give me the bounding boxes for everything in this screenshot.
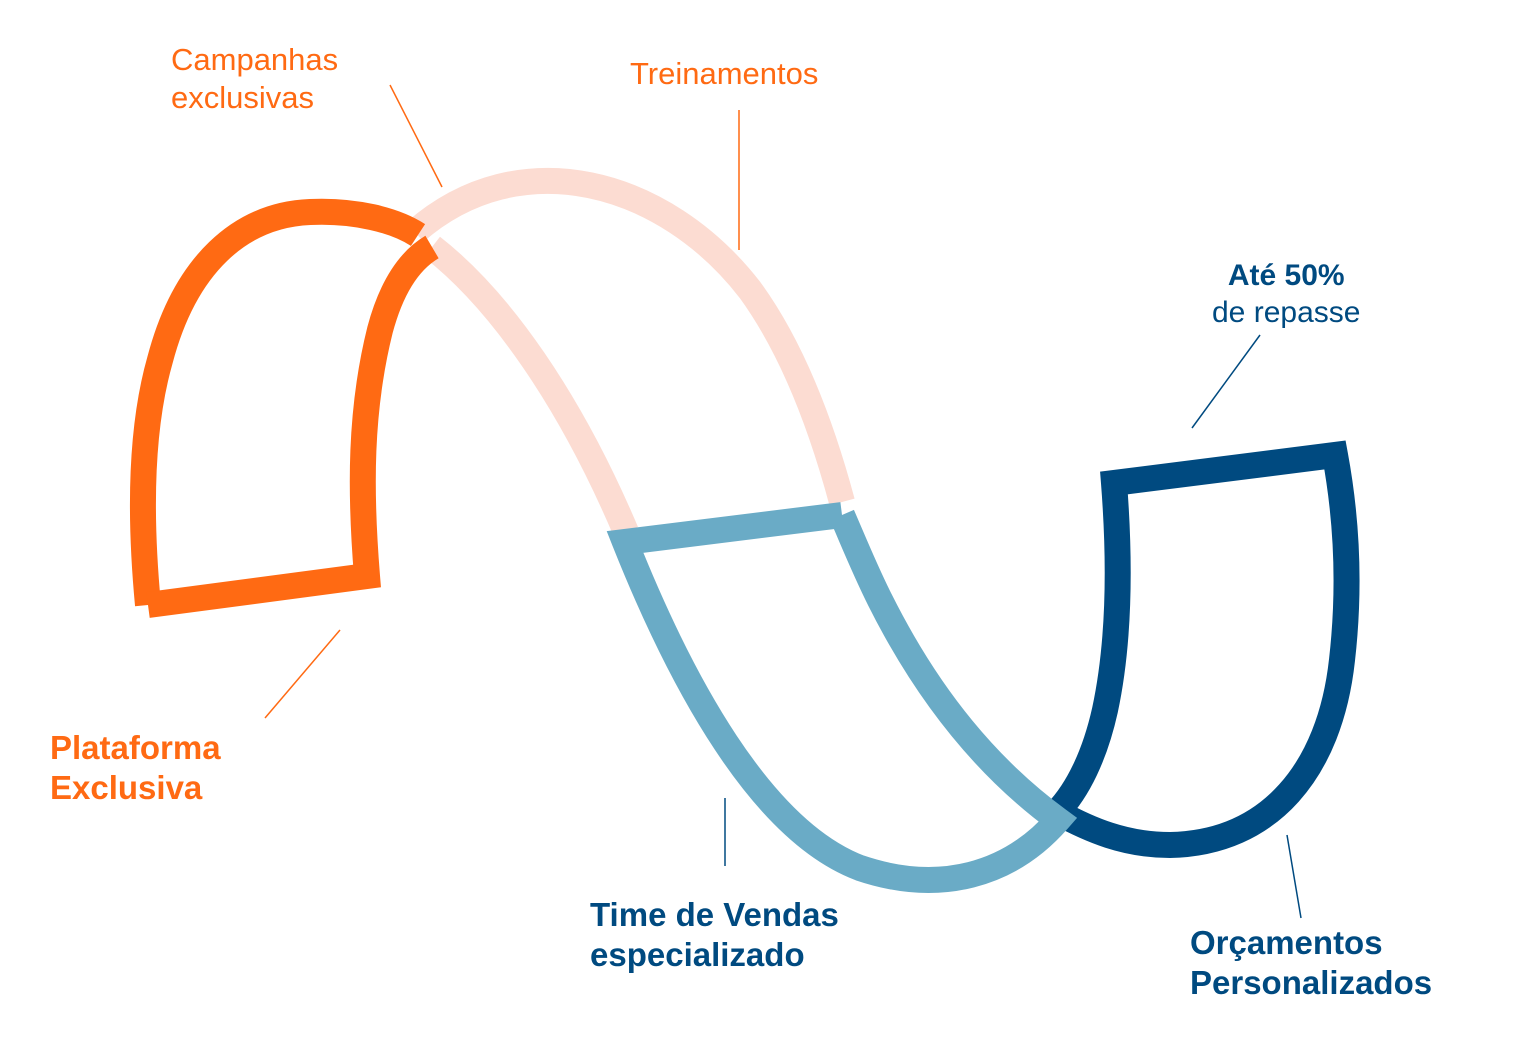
label-campanhas-exclusivas: Campanhas exclusivas: [171, 41, 338, 117]
label-ate-50-repasse: Até 50% de repasse: [1212, 258, 1360, 331]
campanhas-line1: Campanhas: [171, 42, 339, 77]
connector-campanhas: [389, 84, 443, 188]
label-time-de-vendas: Time de Vendas especializado: [590, 895, 839, 976]
orcamentos-line2: Personalizados: [1190, 964, 1433, 1002]
orcamentos-line1: Orçamentos: [1190, 924, 1383, 961]
time-vendas-line1: Time de Vendas: [590, 896, 839, 933]
campanhas-line2: exclusivas: [171, 79, 314, 115]
wave-segment-navy: [1047, 440, 1360, 859]
repasse-line2: de repasse: [1212, 295, 1361, 329]
label-orcamentos-personalizados: Orçamentos Personalizados: [1190, 923, 1432, 1004]
label-treinamentos: Treinamentos: [630, 55, 818, 93]
plataforma-line2: Exclusiva: [50, 769, 203, 807]
repasse-line1: Até 50%: [1227, 259, 1345, 292]
wave-segment-light-blue: [606, 502, 1078, 893]
wave-segment-peach: [406, 167, 855, 506]
wave-segment-orange: [130, 198, 426, 607]
wave-segment-orange-base: [146, 235, 440, 618]
connector-repasse: [1191, 334, 1261, 429]
wave-segment-peach-lower: [423, 236, 638, 538]
time-vendas-line2: especializado: [590, 936, 805, 974]
plataforma-line1: Plataforma: [50, 729, 221, 766]
connector-orcamentos: [1286, 834, 1302, 919]
label-plataforma-exclusiva: Plataforma Exclusiva: [50, 728, 221, 809]
connector-plataforma: [264, 629, 341, 719]
treinamentos-line1: Treinamentos: [630, 56, 819, 91]
